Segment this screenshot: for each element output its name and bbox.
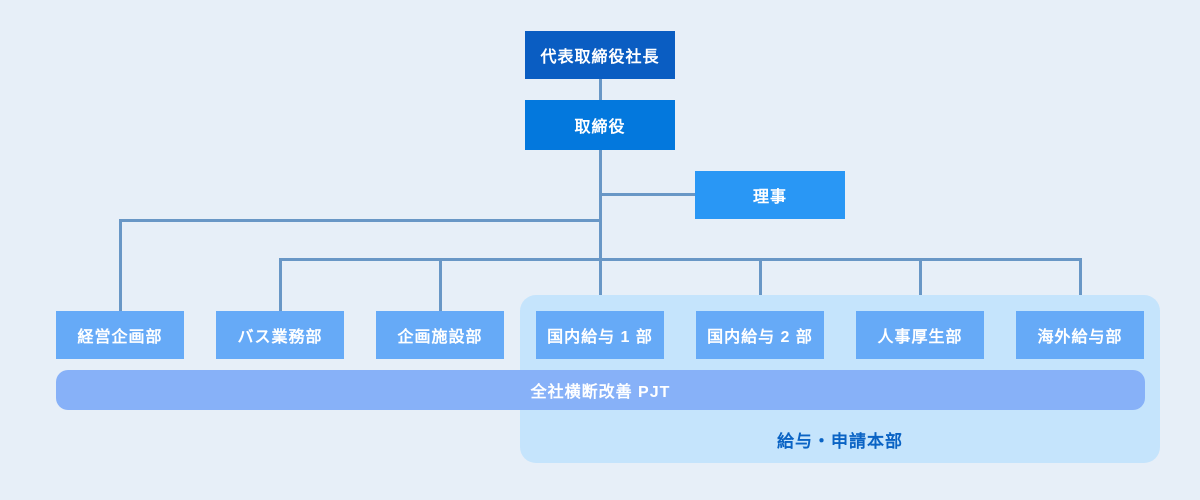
node-board-label: 取締役 xyxy=(574,119,626,136)
node-councilor: 理事 xyxy=(695,171,845,219)
node-president: 代表取締役社長 xyxy=(525,31,675,79)
connector-drop-kikaku xyxy=(439,258,442,311)
dept-label: 国内給与 1 部 xyxy=(547,329,653,346)
connector-president-board xyxy=(599,79,602,100)
connector-drop-keiei xyxy=(119,219,122,311)
node-president-label: 代表取締役社長 xyxy=(540,49,660,66)
connector-drop-kaigai xyxy=(1079,258,1082,295)
dept-label: バス業務部 xyxy=(237,329,323,346)
node-dept-hr-welfare: 人事厚生部 xyxy=(856,311,984,359)
node-dept-overseas-payroll: 海外給与部 xyxy=(1016,311,1144,359)
connector-main-branch xyxy=(279,258,1081,261)
node-dept-domestic-payroll-1: 国内給与 1 部 xyxy=(536,311,664,359)
dept-label: 経営企画部 xyxy=(77,329,163,346)
dept-label: 国内給与 2 部 xyxy=(707,329,813,346)
connector-drop-kyuyo2 xyxy=(759,258,762,295)
dept-label: 人事厚生部 xyxy=(877,329,963,346)
node-dept-management-planning: 経営企画部 xyxy=(56,311,184,359)
connector-drop-jinji xyxy=(919,258,922,295)
node-dept-planning-facilities: 企画施設部 xyxy=(376,311,504,359)
connector-board-councilor xyxy=(600,193,695,196)
connector-drop-bus xyxy=(279,258,282,311)
connector-left-branch xyxy=(119,219,600,222)
project-bar: 全社横断改善 PJT xyxy=(56,370,1145,410)
dept-label: 企画施設部 xyxy=(397,329,483,346)
project-bar-label: 全社横断改善 PJT xyxy=(530,384,671,401)
connector-board-trunk xyxy=(599,150,602,295)
division-group-label: 給与・申請本部 xyxy=(777,432,903,451)
dept-label: 海外給与部 xyxy=(1037,329,1123,346)
node-councilor-label: 理事 xyxy=(752,189,787,206)
node-board-of-directors: 取締役 xyxy=(525,100,675,150)
node-dept-bus-operations: バス業務部 xyxy=(216,311,344,359)
node-dept-domestic-payroll-2: 国内給与 2 部 xyxy=(696,311,824,359)
